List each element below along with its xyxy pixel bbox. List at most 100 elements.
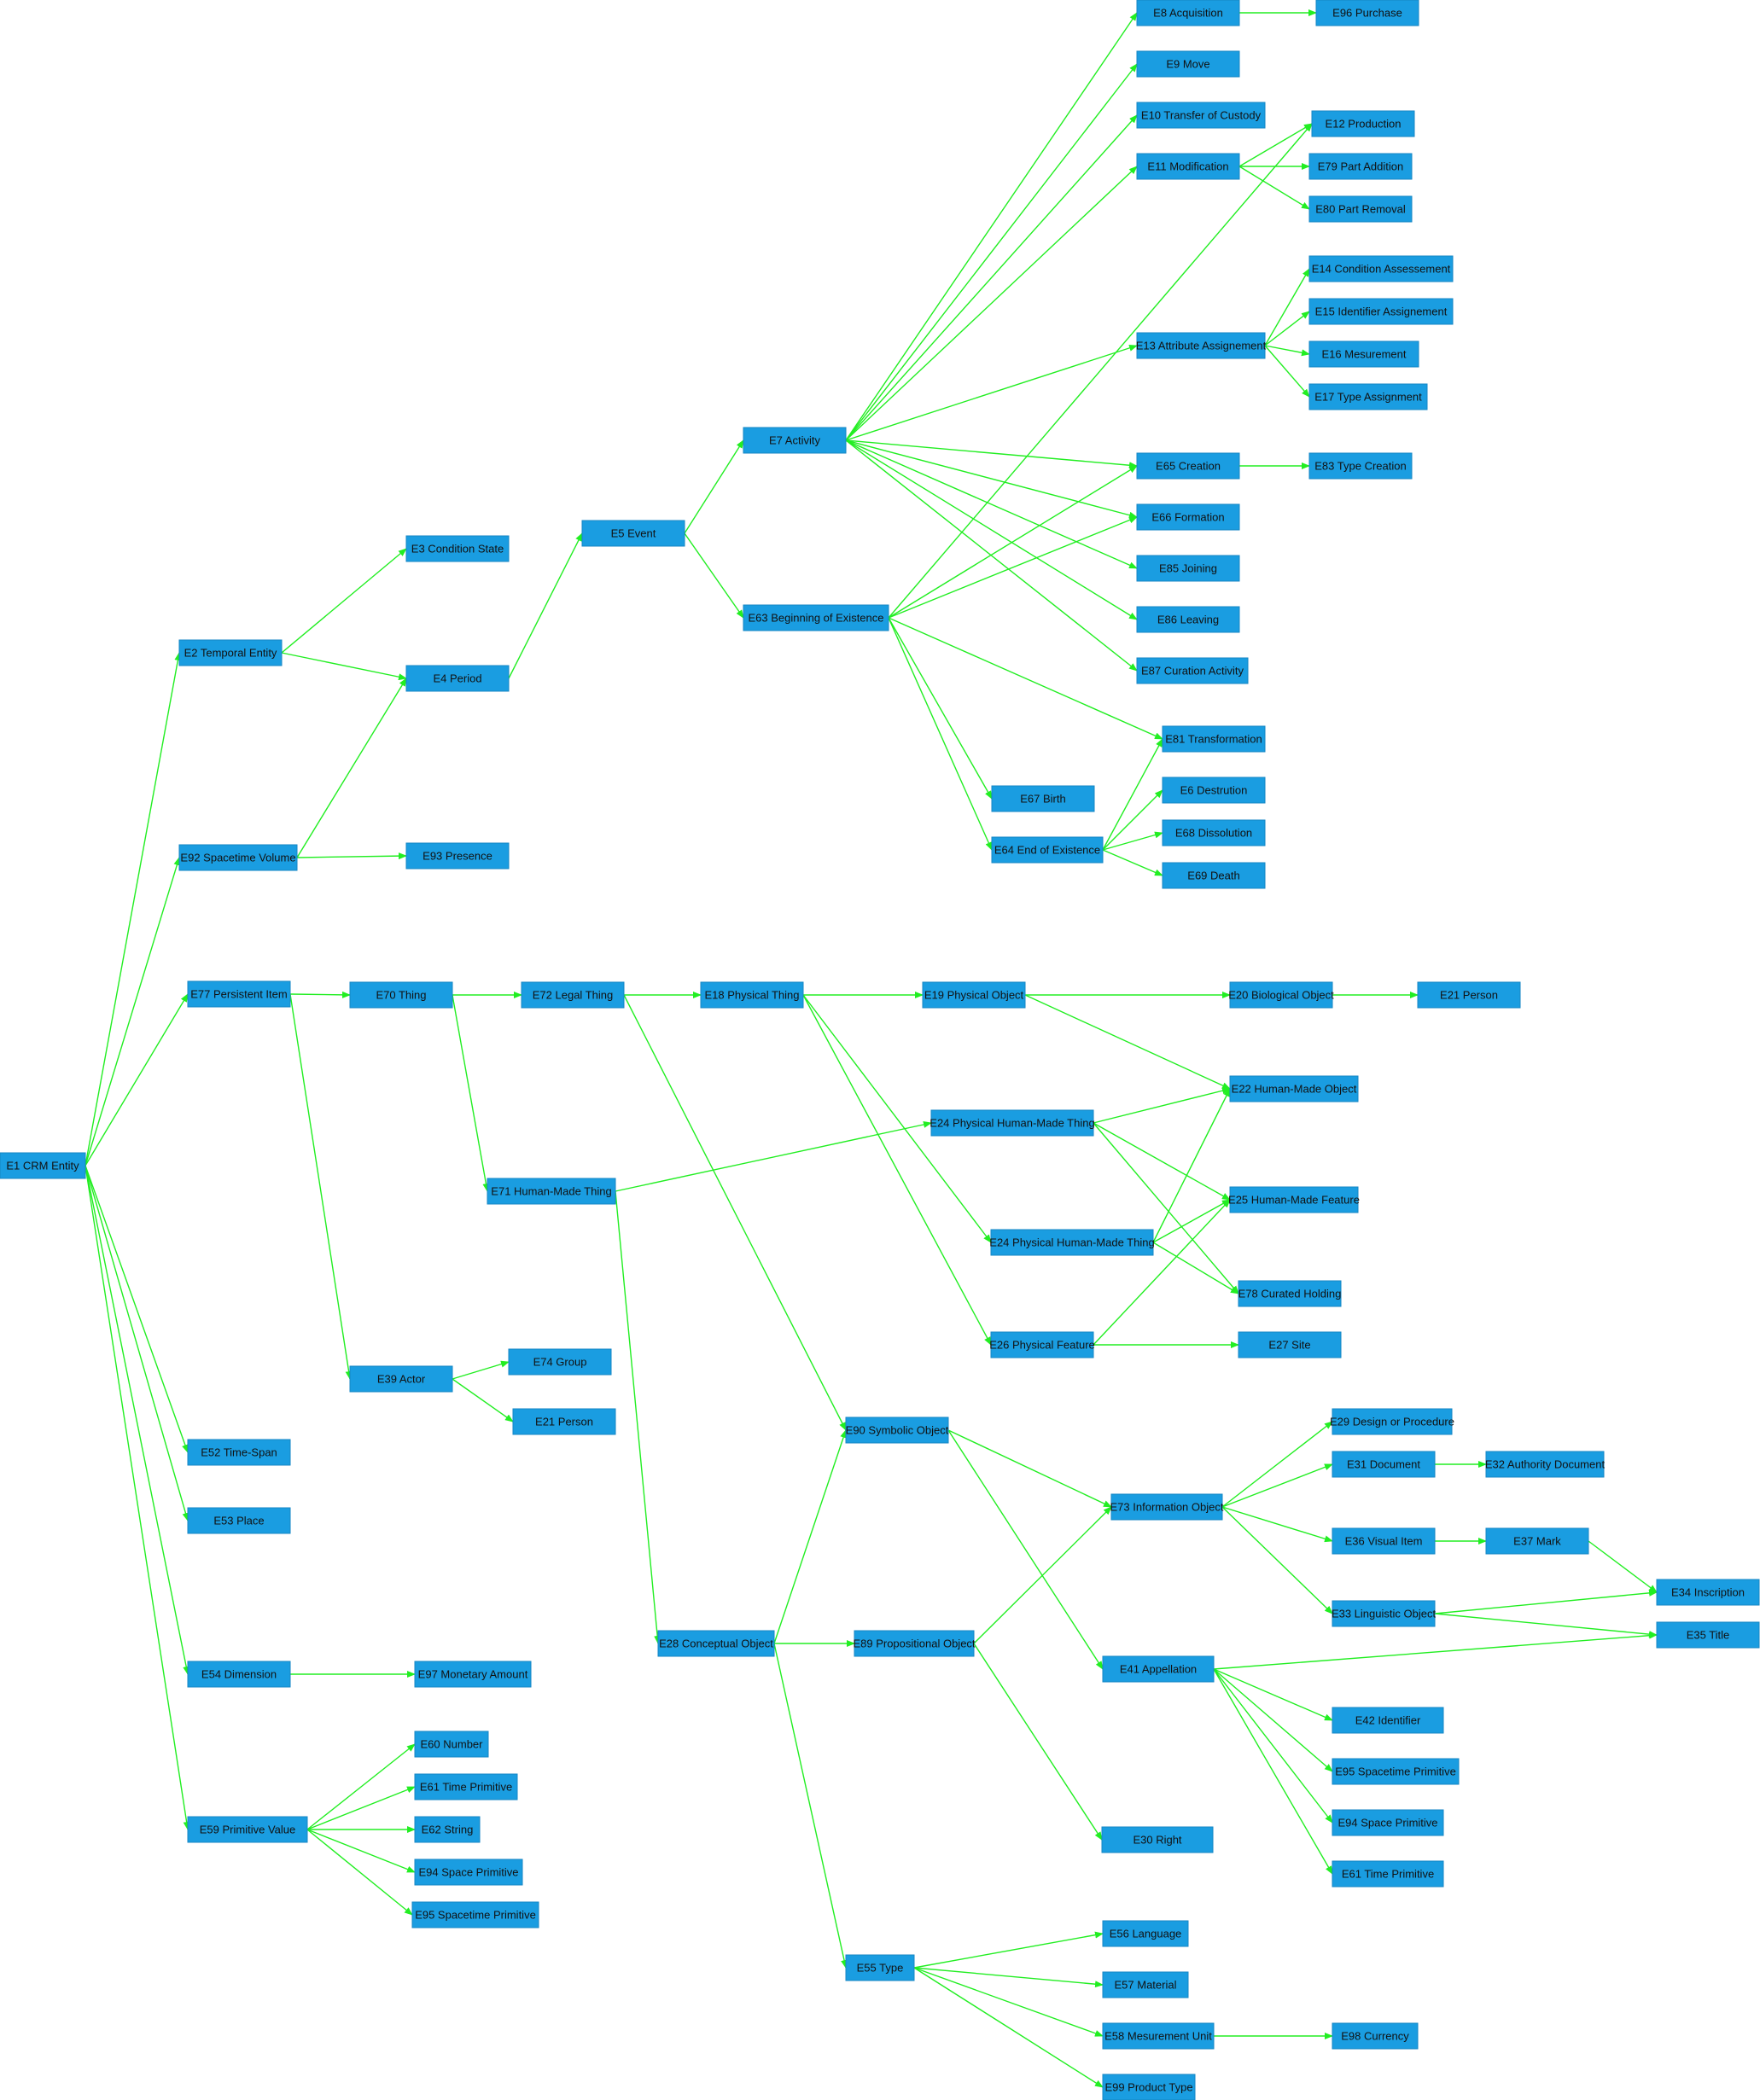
node-e61b: E61 Time Primitive xyxy=(1332,1860,1444,1888)
node-e90: E90 Symbolic Object xyxy=(845,1416,949,1444)
node-label: E6 Destrution xyxy=(1180,784,1248,797)
edge-e11-e12 xyxy=(1238,123,1313,167)
node-box xyxy=(1102,1971,1189,1998)
node-label: E62 String xyxy=(422,1824,474,1836)
node-box xyxy=(1332,1451,1436,1478)
node-box xyxy=(1308,195,1413,223)
node-box xyxy=(1308,298,1454,325)
edge-e41-e42 xyxy=(1213,1668,1333,1721)
edge-e28-e55 xyxy=(773,1643,848,1969)
node-e13: E13 Attribute Assignement xyxy=(1136,332,1267,359)
node-label: E16 Mesurement xyxy=(1322,348,1407,361)
node-e24a: E24 Physical Human-Made Thing xyxy=(930,1109,1095,1137)
node-e67: E67 Birth xyxy=(991,785,1095,812)
node-box xyxy=(1332,2022,1419,2050)
edge-e24b-e78 xyxy=(1152,1242,1239,1294)
edge-e89-e73 xyxy=(973,1506,1112,1644)
node-label: E87 Curation Activity xyxy=(1141,665,1244,678)
node-box xyxy=(1332,1860,1444,1888)
node-label: E15 Identifier Assignement xyxy=(1315,305,1448,318)
edge-e71-e24a xyxy=(615,1120,932,1192)
node-e94b: E94 Space Primitive xyxy=(1332,1809,1444,1836)
node-label: E97 Monetary Amount xyxy=(418,1668,528,1681)
node-e95a: E95 Spacetime Primitive xyxy=(411,1901,539,1928)
node-box xyxy=(700,981,804,1009)
node-label: E92 Spacetime Volume xyxy=(180,852,295,864)
node-label: E36 Visual Item xyxy=(1345,1535,1423,1548)
node-e95b: E95 Spacetime Primitive xyxy=(1332,1758,1460,1785)
edge-e1-e54 xyxy=(85,1165,190,1675)
node-box xyxy=(854,1630,975,1657)
node-box xyxy=(1102,1920,1189,1947)
node-label: E96 Purchase xyxy=(1332,7,1402,20)
node-box xyxy=(1229,1186,1359,1213)
node-box xyxy=(1332,1527,1436,1555)
edge-e39-e74 xyxy=(452,1360,510,1380)
node-e60: E60 Number xyxy=(414,1731,489,1758)
node-e93: E93 Presence xyxy=(405,842,510,870)
edge-e1-e52 xyxy=(85,1165,189,1453)
edge-e55-e57 xyxy=(913,1967,1104,1988)
edge-e7-e10 xyxy=(845,114,1138,441)
node-box xyxy=(349,1365,453,1393)
node-box xyxy=(1162,725,1266,753)
node-label: E14 Condition Assessement xyxy=(1312,263,1451,276)
node-box xyxy=(405,535,510,562)
edge-e59-e95a xyxy=(306,1829,413,1916)
node-box xyxy=(1101,1826,1214,1853)
node-label: E74 Group xyxy=(533,1356,587,1369)
edge-e19-e22 xyxy=(1024,994,1231,1090)
edge-e37-e34 xyxy=(1588,1540,1658,1593)
node-label: E52 Time-Span xyxy=(201,1446,277,1459)
node-e61a: E61 Time Primitive xyxy=(414,1773,518,1800)
node-label: E95 Spacetime Primitive xyxy=(415,1909,536,1922)
node-box xyxy=(1308,383,1428,410)
node-label: E28 Conceptual Object xyxy=(659,1638,773,1650)
edge-e90-e41 xyxy=(947,1429,1104,1670)
edge-e73-e31 xyxy=(1221,1463,1333,1508)
node-e66: E66 Formation xyxy=(1136,503,1240,531)
node-label: E21 Person xyxy=(535,1416,593,1428)
node-box xyxy=(1136,657,1249,684)
node-box xyxy=(1136,332,1266,359)
node-box xyxy=(414,1859,523,1886)
node-e64: E64 End of Existence xyxy=(991,836,1104,864)
edge-e18-e24b xyxy=(802,994,992,1243)
node-box xyxy=(1308,340,1419,368)
node-e55: E55 Type xyxy=(845,1954,915,1981)
node-box xyxy=(1656,1621,1760,1649)
node-e39: E39 Actor xyxy=(349,1365,453,1393)
node-box xyxy=(1308,452,1413,480)
node-label: E67 Birth xyxy=(1020,793,1065,806)
node-e12: E12 Production xyxy=(1311,110,1415,137)
edge-e63-e67 xyxy=(888,617,993,800)
node-box xyxy=(922,981,1026,1009)
edge-e13-e17 xyxy=(1264,345,1310,398)
node-label: E12 Production xyxy=(1326,118,1402,131)
edge-e7-e85 xyxy=(845,439,1138,569)
node-e86: E86 Leaving xyxy=(1136,606,1240,633)
node-box xyxy=(743,604,889,631)
edge-e7-e11 xyxy=(845,166,1138,441)
node-e81: E81 Transformation xyxy=(1162,725,1266,753)
node-e18: E18 Physical Thing xyxy=(700,981,804,1009)
node-e57: E57 Material xyxy=(1102,1971,1189,1998)
node-e26: E26 Physical Feature xyxy=(989,1331,1095,1358)
edge-e39-e21b xyxy=(452,1378,514,1422)
edge-layer xyxy=(85,9,1658,2088)
node-label: E86 Leaving xyxy=(1157,614,1219,626)
node-label: E59 Primitive Value xyxy=(200,1824,295,1836)
node-box xyxy=(845,1954,915,1981)
node-e7: E7 Activity xyxy=(743,427,847,454)
node-box xyxy=(1656,1579,1760,1606)
node-label: E64 End of Existence xyxy=(994,844,1100,857)
node-e34: E34 Inscription xyxy=(1656,1579,1760,1606)
edge-e1-e77 xyxy=(85,993,189,1166)
node-label: E9 Move xyxy=(1166,58,1209,71)
node-box xyxy=(1238,1331,1342,1358)
node-e70: E70 Thing xyxy=(349,981,453,1009)
node-e56: E56 Language xyxy=(1102,1920,1189,1947)
node-e80: E80 Part Removal xyxy=(1308,195,1413,223)
node-e65: E65 Creation xyxy=(1136,452,1240,480)
